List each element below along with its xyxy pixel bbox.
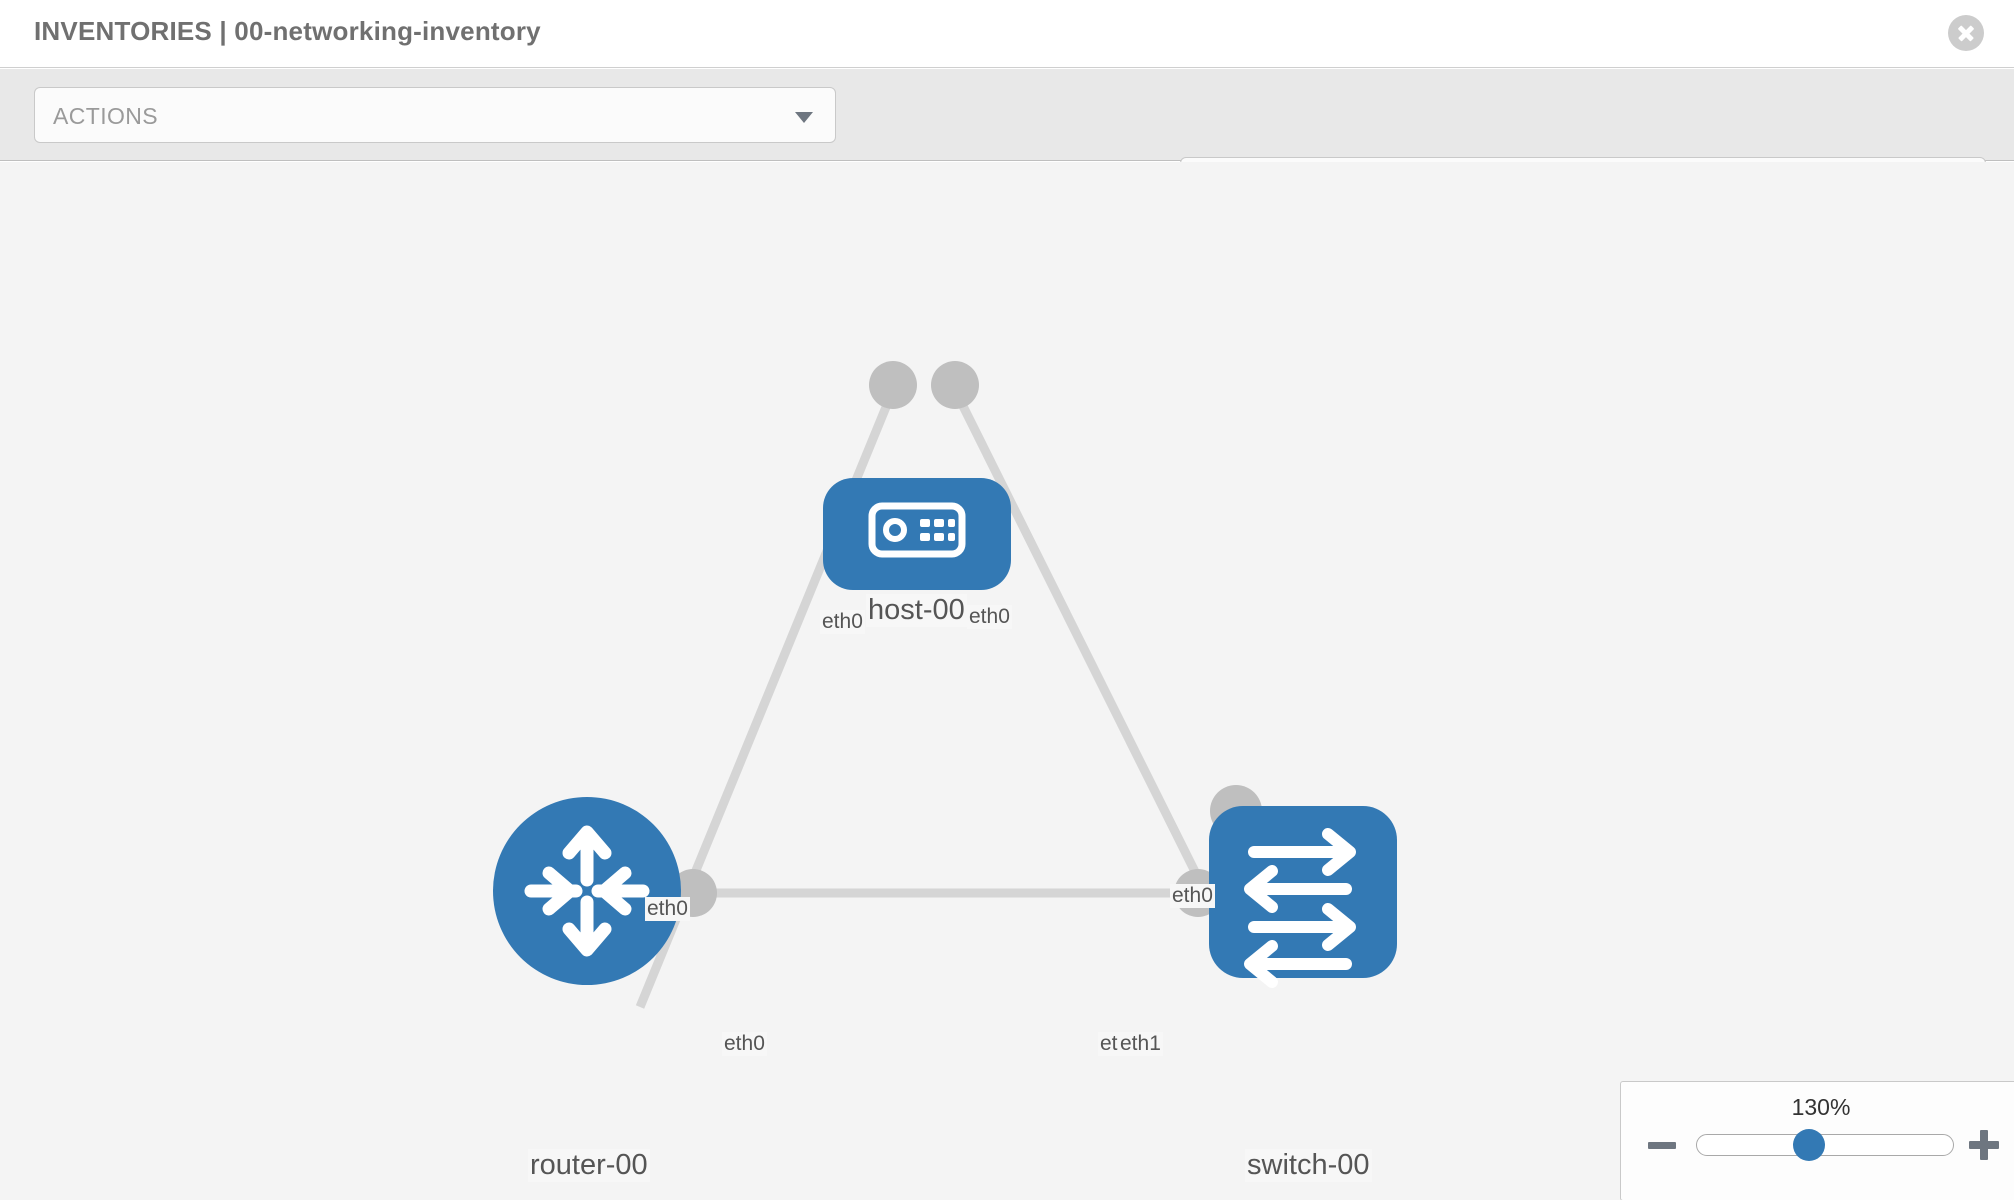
zoom-out-button[interactable] xyxy=(1648,1142,1676,1149)
switch-icon xyxy=(1244,828,1356,988)
close-icon[interactable] xyxy=(1948,15,1984,51)
topology-canvas[interactable]: host-00 router-00 switch-00 eth0 eth0 et… xyxy=(0,162,2014,1200)
node-host-00 xyxy=(823,478,1011,590)
endpoint-host-right xyxy=(931,361,979,409)
server-icon xyxy=(868,502,966,558)
zoom-slider-track[interactable] xyxy=(1696,1134,1954,1156)
zoom-level-value: 130% xyxy=(1791,1094,1851,1120)
node-router-00 xyxy=(493,797,681,985)
iface-label-switch-up-eth0: eth0 xyxy=(1170,884,1215,908)
zoom-slider-thumb[interactable] xyxy=(1793,1129,1825,1161)
page-title: INVENTORIES | 00-networking-inventory xyxy=(34,16,541,46)
plus-icon-vertical xyxy=(1980,1130,1988,1160)
iface-label-host-right-eth0: eth0 xyxy=(967,605,1012,629)
actions-dropdown[interactable]: ACTIONS xyxy=(34,87,836,143)
zoom-in-button[interactable] xyxy=(1969,1130,1999,1160)
node-label-host-00: host-00 xyxy=(866,594,967,627)
page-header: INVENTORIES | 00-networking-inventory xyxy=(0,0,2014,68)
node-label-router-00: router-00 xyxy=(528,1149,650,1182)
endpoint-host-left xyxy=(869,361,917,409)
node-label-switch-00: switch-00 xyxy=(1245,1149,1372,1182)
topology-graph xyxy=(493,361,1397,1009)
chevron-down-icon xyxy=(795,112,813,123)
node-switch-00 xyxy=(1209,806,1397,988)
router-icon xyxy=(524,825,650,957)
actions-dropdown-label: ACTIONS xyxy=(53,103,159,129)
toolbar: ACTIONS SEARCH xyxy=(0,69,2014,213)
iface-label-switch-left-eth1: eth1 xyxy=(1118,1032,1163,1056)
iface-label-router-up-eth0: eth0 xyxy=(645,897,690,921)
iface-label-router-right-eth0: eth0 xyxy=(722,1032,767,1056)
iface-label-host-left-eth0: eth0 xyxy=(820,610,865,634)
zoom-control-panel: 130% xyxy=(1620,1081,2014,1200)
